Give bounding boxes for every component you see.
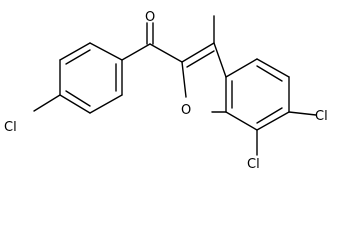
- phenyl-bond: [59, 94, 91, 114]
- furan-c2-o-bond: [181, 61, 187, 98]
- furan-oxygen-label: O: [181, 103, 191, 118]
- chemical-structure-diagram: O O Cl Cl Cl: [4, 10, 328, 172]
- carbonyl-to-phenyl-bond: [121, 43, 151, 61]
- chlorine-para-label: Cl: [4, 120, 17, 135]
- benzo-bond: [225, 58, 258, 78]
- furan-c2-c3-inner-bond: [186, 50, 215, 68]
- carbonyl-group: [121, 22, 183, 63]
- carbonyl-to-benzofuran-bond: [149, 43, 183, 63]
- benzo-chlorine-5-bond: [288, 111, 317, 116]
- carbonyl-oxygen-label: O: [145, 10, 155, 25]
- phenyl-aromatic-inner-bond: [65, 49, 91, 65]
- phenyl-chlorine-bond: [33, 94, 61, 112]
- phenyl-bond: [59, 42, 91, 61]
- furan-ring: [181, 15, 227, 113]
- furan-c3-c3a-bond: [213, 42, 227, 78]
- benzo-bond: [225, 111, 258, 131]
- benzo-bond: [256, 58, 290, 78]
- benzo-aromatic-inner-bond: [256, 107, 283, 124]
- benzo-bond: [256, 111, 290, 131]
- phenyl-bond: [89, 42, 123, 61]
- benzo-ring: [225, 58, 317, 156]
- chlorine-5-label: Cl: [315, 109, 328, 124]
- phenyl-bond: [89, 94, 123, 114]
- chlorine-7-label: Cl: [247, 157, 260, 172]
- chlorophenyl-ring: [33, 42, 123, 114]
- benzo-aromatic-inner-bond: [256, 65, 283, 82]
- phenyl-aromatic-inner-bond: [65, 90, 91, 107]
- furan-c2-c3-bond: [181, 42, 215, 63]
